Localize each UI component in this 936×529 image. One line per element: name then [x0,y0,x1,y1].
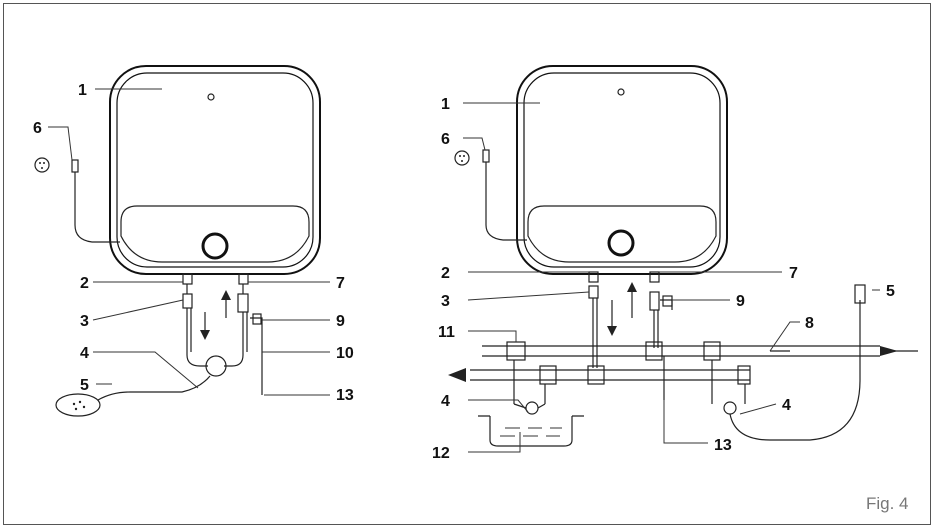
right-shower-hose [729,300,861,441]
right-label-13: 13 [714,437,732,454]
left-label-4: 4 [80,345,89,362]
right-label-9: 9 [736,293,745,310]
right-label-1: 1 [441,96,450,113]
left-tank-indicator [207,93,215,101]
left-shower-head [55,393,101,417]
left-label-1: 1 [78,82,87,99]
right-label-6: 6 [441,131,450,148]
left-installation [34,65,330,417]
right-sink-mixer [525,401,539,415]
right-label-8: 8 [805,315,814,332]
right-safety-valve [662,295,673,307]
right-label-4-sink: 4 [441,393,450,410]
right-label-11: 11 [438,324,455,341]
left-cable [74,172,120,243]
right-sink-basin [489,416,573,447]
left-tank-inner [116,72,314,268]
left-label-6: 6 [33,120,42,137]
left-mixer-tap [205,355,227,377]
figure-label: Fig. 4 [866,494,909,513]
right-label-5: 5 [886,283,895,300]
right-tank-inner [523,72,721,268]
right-installation [448,65,918,453]
right-hot-arrow [627,282,637,292]
left-label-2: 2 [80,275,89,292]
right-label-12: 12 [432,445,450,462]
right-shutoff-valve [506,341,526,361]
right-cable [485,162,527,241]
right-tank-indicator [617,88,625,96]
right-cold-main-pipe [482,345,880,357]
right-plug-icon [482,149,490,163]
right-label-2: 2 [441,265,450,282]
right-label-3: 3 [441,293,450,310]
right-label-7: 7 [789,265,798,282]
right-hot-main-pipe [470,369,750,381]
left-safety-valve [252,313,262,325]
left-thermostat-knob [201,232,229,260]
right-shower-head [854,284,866,304]
right-control-panel [527,205,717,263]
figure-frame [3,3,931,525]
right-socket-icon [454,150,470,166]
left-label-5: 5 [80,377,89,394]
left-label-7: 7 [336,275,345,292]
left-label-3: 3 [80,313,89,330]
left-label-10: 10 [336,345,354,362]
left-plug-icon [71,159,79,173]
left-label-9: 9 [336,313,345,330]
left-control-panel [120,205,310,263]
left-socket-icon [34,157,50,173]
right-label-4-shower: 4 [782,397,791,414]
left-label-13: 13 [336,387,354,404]
right-shower-mixer [723,401,737,415]
right-cold-arrow [607,326,617,336]
right-thermostat-knob [607,229,635,257]
